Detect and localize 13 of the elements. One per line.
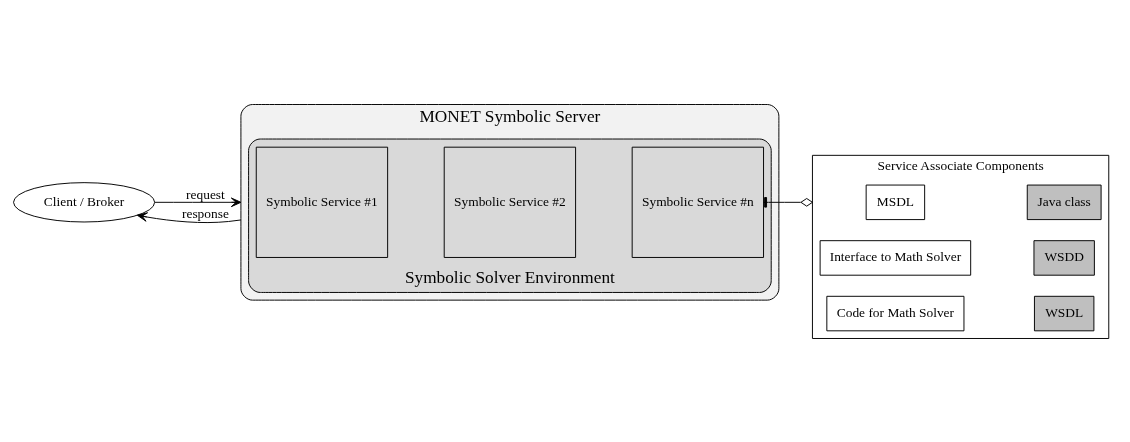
edge-label: request — [186, 186, 225, 202]
node-box: Interface to Math Solver — [819, 239, 972, 276]
node-box: WSDD — [1033, 239, 1095, 276]
node-box: MSDL — [865, 184, 926, 220]
node-box: Code for Math Solver — [826, 295, 965, 331]
node-box: Symbolic Service #1 — [255, 146, 389, 258]
node-box: WSDL — [1033, 295, 1095, 331]
arrow — [136, 211, 242, 223]
edge-label: response — [181, 205, 229, 221]
node-box: Symbolic Service #n — [631, 146, 764, 258]
node-box: Java class — [1026, 184, 1102, 220]
arrow — [154, 197, 242, 207]
node-box: Symbolic Service #2 — [443, 146, 577, 258]
